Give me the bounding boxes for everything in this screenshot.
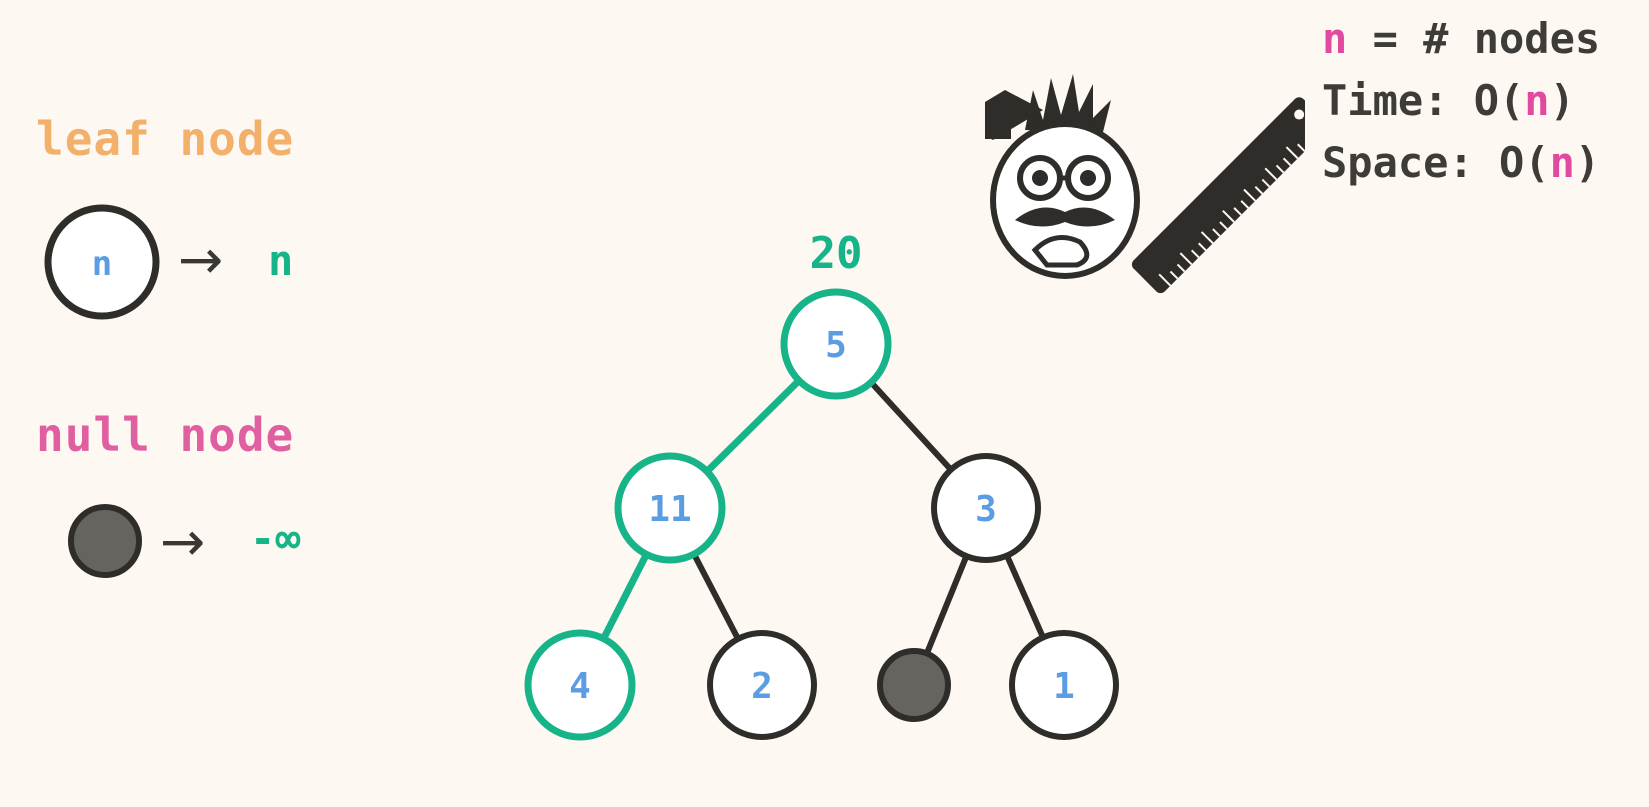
professor-mascot-icon <box>985 74 1305 294</box>
null-node-example <box>68 504 142 578</box>
leaf-node-example: n <box>44 204 160 320</box>
nodes-definition: n = # nodes <box>1322 14 1601 63</box>
tree-node-left-left: 4 <box>524 629 636 741</box>
tree-node-right-right: 1 <box>1009 630 1119 740</box>
tree-node-left-right: 2 <box>707 630 817 740</box>
null-result: -∞ <box>250 514 301 563</box>
leaf-result: n <box>268 236 294 285</box>
null-node-title: null node <box>36 408 295 462</box>
null-arrow-icon: → <box>160 510 206 573</box>
tree-node-right: 3 <box>931 453 1041 563</box>
space-complexity: Space: O(n) <box>1322 138 1601 187</box>
svg-text:2: 2 <box>751 666 773 707</box>
svg-text:1: 1 <box>1053 666 1075 707</box>
tree-node-root: 5 <box>780 288 892 400</box>
leaf-node-symbol: n <box>92 244 112 284</box>
tree-node-left: 11 <box>614 452 726 564</box>
svg-text:3: 3 <box>975 489 997 530</box>
time-complexity: Time: O(n) <box>1322 76 1575 125</box>
root-sum-label: 20 <box>810 228 863 279</box>
leaf-node-title: leaf node <box>36 112 295 166</box>
ruler-icon <box>1131 97 1305 294</box>
tree-node-null <box>877 648 951 722</box>
svg-text:4: 4 <box>569 666 591 707</box>
graduation-cap-icon <box>985 90 1043 140</box>
svg-text:11: 11 <box>648 489 691 530</box>
svg-text:5: 5 <box>825 325 847 366</box>
leaf-arrow-icon: → <box>178 228 224 291</box>
